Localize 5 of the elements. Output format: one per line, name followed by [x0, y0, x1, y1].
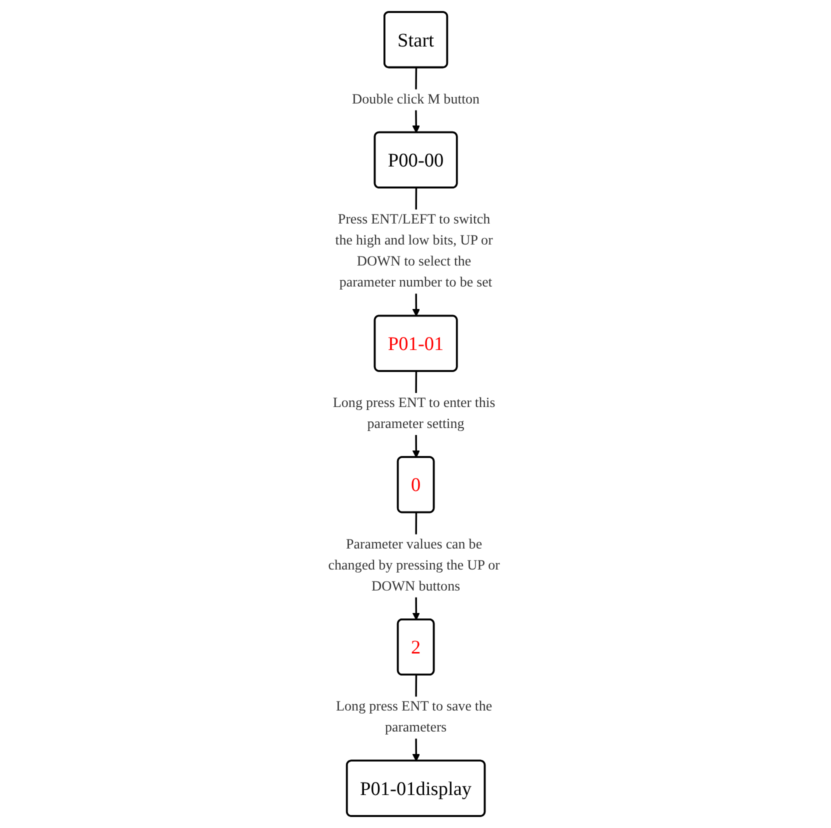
edge-label: Double click M button: [352, 92, 480, 107]
edge-label: Long press ENT to enter this parameter setting: [332, 396, 495, 432]
edge-label: Press ENT/LEFT to switch the high and low bits, UP or DOWN to select the parameter number to be set: [335, 212, 492, 290]
edge-label: Long press ENT to save the parameters: [336, 699, 492, 736]
edge-label: Parameter values can be changed by pressing the UP or DOWN buttons: [328, 536, 500, 594]
